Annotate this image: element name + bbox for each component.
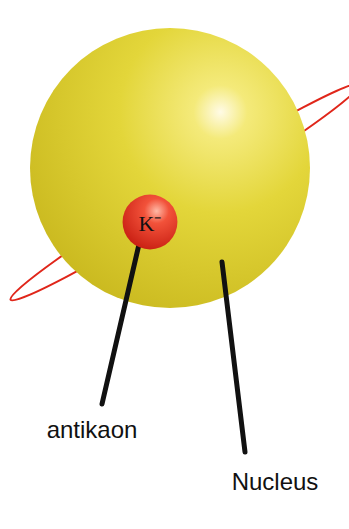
antikaon-ball: K⁻ <box>122 194 178 250</box>
part-label: Nucleus <box>232 468 319 496</box>
leader-line <box>102 240 140 404</box>
part-label: antikaon <box>47 416 138 444</box>
leader-line <box>222 262 245 452</box>
particle-symbol: K⁻ <box>139 207 162 237</box>
nucleus-sphere <box>30 28 310 308</box>
